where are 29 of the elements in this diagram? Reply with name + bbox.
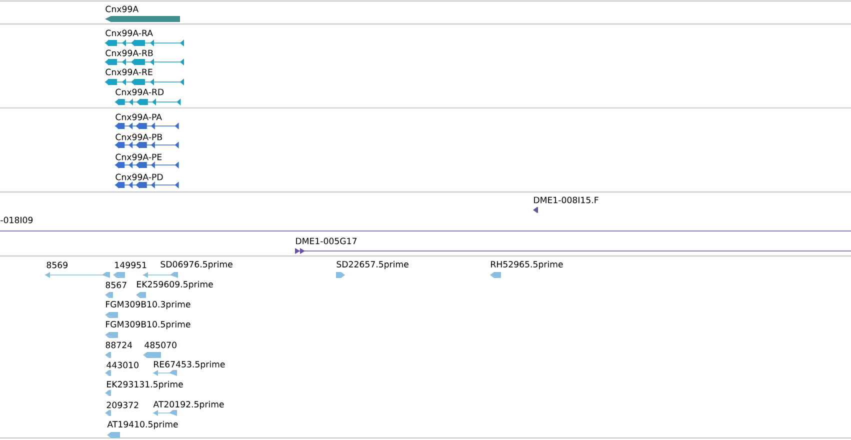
feature-label: 485070 <box>144 342 176 348</box>
feature-label: 443010 <box>106 362 138 368</box>
feature-label: Cnx99A-PE <box>116 154 162 160</box>
feature-label: AT20192.5prime <box>153 400 224 410</box>
feature-label: Cnx99A-RE <box>106 68 152 76</box>
feature-label: Cnx99A-RA <box>106 30 153 36</box>
feature-label: Cnx99A-RD <box>116 88 164 96</box>
feature-label: SD06976.5prime <box>160 260 232 270</box>
feature-label: Cnx99A-PD <box>116 174 163 180</box>
feature-label: Cnx99A-PB <box>116 134 162 140</box>
feature-label: RH52965.5prime <box>491 260 563 270</box>
feature-label: 149951 <box>115 262 146 268</box>
feature-label: 88724 <box>106 342 132 348</box>
feature-label: FGM309B10.3prime <box>106 300 190 310</box>
feature-label: SD22657.5prime <box>336 260 408 270</box>
feature-label: Cnx99A-PA <box>116 114 162 120</box>
feature-label: EK293131.5prime <box>107 380 183 390</box>
feature-label: 8569 <box>46 262 68 268</box>
feature-label: DME1-005G17 <box>296 238 357 244</box>
feature-label: DME1-008I15.F <box>534 196 598 204</box>
feature-label: RE67453.5prime <box>154 360 225 370</box>
feature-label: 209372 <box>106 402 138 408</box>
feature-label: EK259609.5prime <box>137 280 213 290</box>
feature-label: FGM309B10.5prime <box>106 320 190 330</box>
feature-label: Cnx99A-RB <box>106 50 153 56</box>
feature-label: Cnx99A <box>106 6 138 12</box>
feature-label: AT19410.5prime <box>107 420 178 430</box>
feature-label: -018I09 <box>0 216 33 224</box>
feature-label: 8567 <box>106 282 126 288</box>
